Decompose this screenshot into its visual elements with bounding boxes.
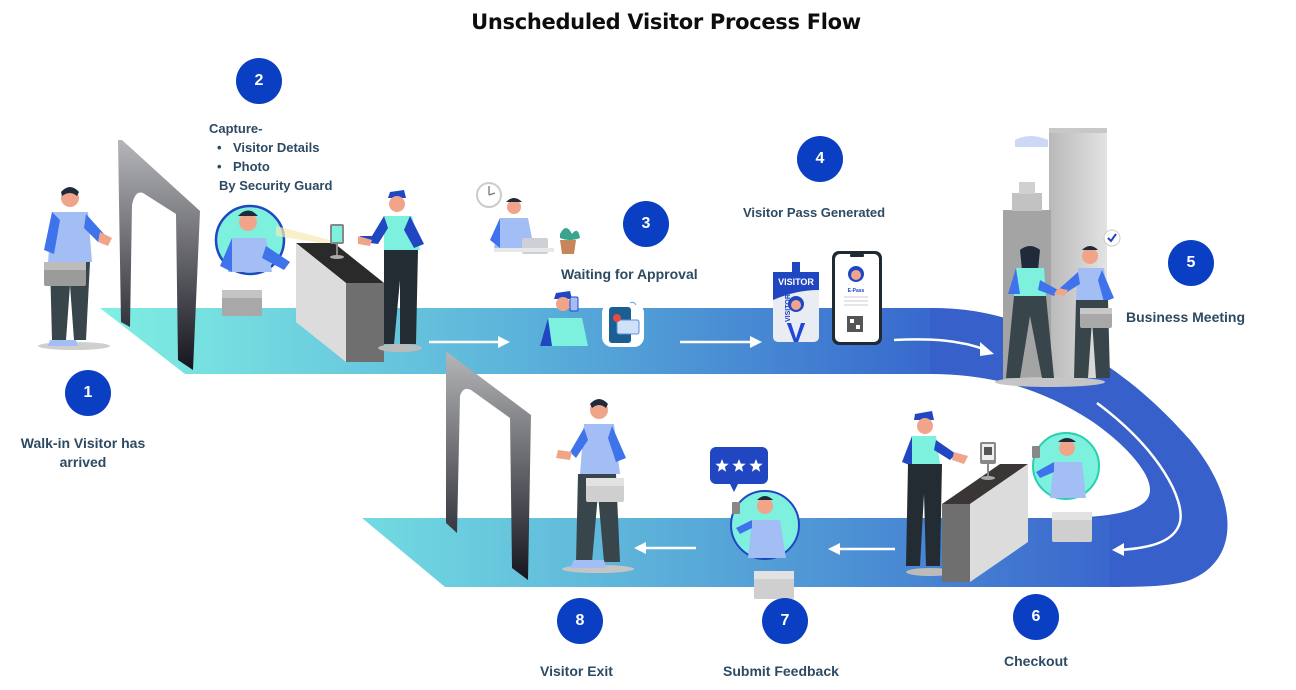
step-3-label: Waiting for Approval <box>561 266 698 282</box>
star-icon <box>732 459 746 472</box>
step-5-label: Business Meeting <box>1126 309 1246 325</box>
visitor-photo-capture-avatar <box>214 204 330 316</box>
security-guard-entry <box>358 190 424 352</box>
reception-desk-checkout <box>942 442 1028 582</box>
step-2-badge: 2 <box>236 58 282 104</box>
guard-on-phone <box>540 291 588 346</box>
step-2-bullet-photo: Photo <box>217 157 332 176</box>
visitor-figure-arrival <box>38 187 112 350</box>
arrow-step1-to-2 <box>429 336 510 348</box>
notification-phone-icon <box>602 301 644 347</box>
arrow-step4-to-5 <box>893 338 994 356</box>
epass-text: E-Pass <box>848 288 865 294</box>
step-2-bullet-list: Visitor Details Photo <box>209 138 332 176</box>
step-8-badge: 8 <box>557 598 603 644</box>
step-6-badge: 6 <box>1013 594 1059 640</box>
star-icon <box>749 459 763 472</box>
rating-stars <box>715 459 763 472</box>
security-gate-entry-icon <box>118 140 200 370</box>
step-7-label: Submit Feedback <box>723 663 839 679</box>
step-3-badge: 3 <box>623 201 669 247</box>
security-guard-checkout <box>902 411 968 576</box>
step-2-bullet-visitor-details: Visitor Details <box>217 138 332 157</box>
arrow-step7-to-8 <box>634 542 696 554</box>
arrow-step3-to-4 <box>680 336 762 348</box>
flow-arrows <box>429 336 1182 556</box>
badge-text: VISITOR <box>778 277 814 287</box>
visitor-checkout-avatar <box>1032 432 1100 542</box>
page-title: Unscheduled Visitor Process Flow <box>471 10 861 34</box>
step-6-label: Checkout <box>1004 653 1068 669</box>
badge-side-text: VISITOR <box>785 294 792 322</box>
visitor-figure-exit <box>556 399 634 573</box>
step-4-badge: 4 <box>797 136 843 182</box>
star-icon <box>715 459 729 472</box>
step-1-label: Walk-in Visitor has arrived <box>10 434 156 472</box>
e-pass-phone-icon: E-Pass <box>832 251 882 345</box>
step-2-label: Capture- Visitor Details Photo By Securi… <box>209 119 332 195</box>
visitor-feedback-avatar <box>730 490 800 599</box>
step-1-label-line-1: Walk-in Visitor has <box>20 435 146 451</box>
arrow-step6-to-7 <box>828 543 895 555</box>
visitor-waiting-with-laptop <box>490 198 580 254</box>
security-gate-exit-icon <box>446 352 531 580</box>
feedback-rating-bubble-icon <box>710 447 768 492</box>
step-2-footer: By Security Guard <box>219 178 333 193</box>
visitor-badge-icon: VISITOR VISITOR V <box>773 262 819 348</box>
reception-desk-entry <box>296 224 384 362</box>
step-5-badge: 5 <box>1168 240 1214 286</box>
arrow-uturn <box>1096 401 1182 556</box>
clock-icon <box>476 182 502 208</box>
step-4-label: Visitor Pass Generated <box>743 205 886 220</box>
badge-letter: V <box>787 317 806 348</box>
step-1-label-line-2: arrived <box>59 454 107 470</box>
business-handshake-figures <box>995 229 1121 387</box>
step-1-badge: 1 <box>65 370 111 416</box>
step-2-heading: Capture- <box>209 121 263 136</box>
step-8-label: Visitor Exit <box>540 663 613 679</box>
step-7-badge: 7 <box>762 598 808 644</box>
